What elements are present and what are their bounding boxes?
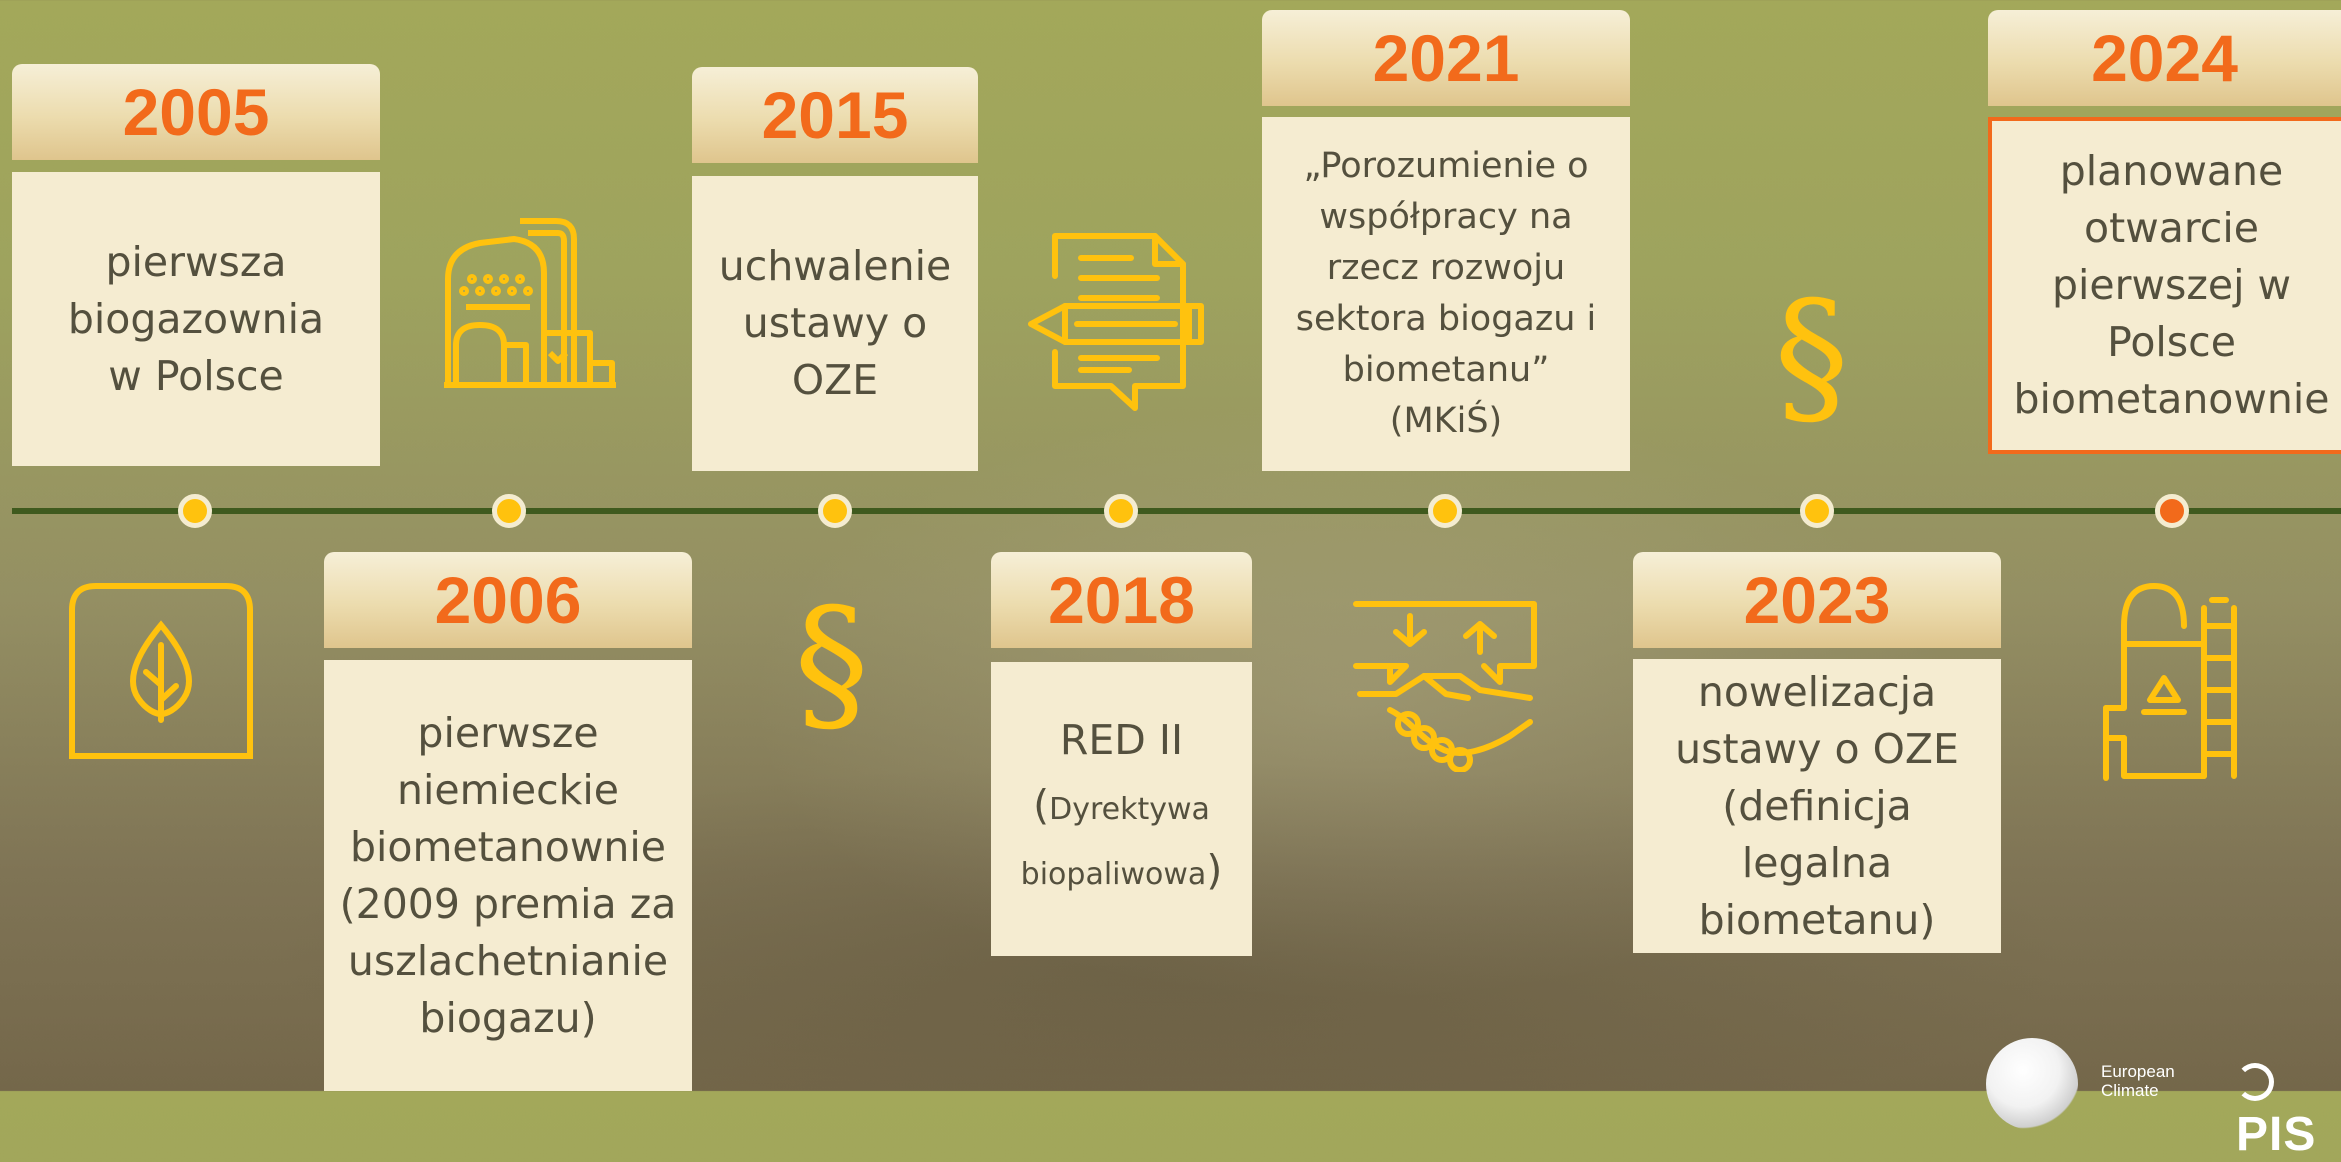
card-body: uchwalenie ustawy o OZE (692, 176, 978, 471)
card-header: 2006 (324, 552, 692, 648)
card-year: 2023 (1743, 563, 1891, 637)
timeline-dot-2005 (178, 494, 212, 528)
timeline-dot-2015 (818, 494, 852, 528)
card-text-main: RED II (1059, 715, 1184, 764)
card-header: 2018 (991, 552, 1252, 648)
card-2006: 2006 pierwsze niemieckie biometanownie (… (324, 552, 692, 1091)
pis-logo-symbol (2236, 1063, 2274, 1102)
card-year: 2021 (1372, 21, 1520, 95)
timeline-dot-2024 (2155, 494, 2189, 528)
card-body: RED II (Dyrektywa biopaliwowa) (991, 662, 1252, 956)
timeline-dot-2006 (492, 494, 526, 528)
card-2023: 2023 nowelizacja ustawy o OZE (definicja… (1633, 552, 2001, 953)
card-header: 2015 (692, 67, 978, 163)
card-2021: 2021 „Porozumienie o współpracy na rzecz… (1262, 10, 1630, 471)
card-2018: 2018 RED II (Dyrektywa biopaliwowa) (991, 552, 1252, 956)
card-body: nowelizacja ustawy o OZE (definicja lega… (1633, 659, 2001, 953)
card-header: 2021 (1262, 10, 1630, 106)
timeline-axis (12, 508, 2341, 514)
card-year: 2018 (1048, 563, 1195, 637)
card-text: uchwalenie ustawy o OZE (718, 242, 952, 404)
card-year: 2024 (2091, 21, 2238, 95)
card-header: 2005 (12, 64, 380, 160)
document-icon (1028, 233, 1204, 411)
european-climate-logo-text: European Climate (2101, 1062, 2175, 1100)
card-body: „Porozumienie o współpracy na rzecz rozw… (1262, 117, 1630, 471)
timeline-dot-2021 (1428, 494, 1462, 528)
card-text: planowane otwarcie pierwszej w Polsce bi… (2013, 147, 2330, 423)
section-sign-icon: § (794, 577, 869, 751)
card-header: 2024 (1988, 10, 2341, 106)
card-body: pierwsza biogazownia w Polsce (12, 172, 380, 466)
leaf-icon (69, 583, 253, 759)
pis-logo: PIS (2236, 1052, 2341, 1162)
card-2024: 2024 planowane otwarcie pierwszej w Pols… (1988, 10, 2341, 454)
card-2005: 2005 pierwsza biogazownia w Polsce (12, 64, 380, 466)
card-body: pierwsze niemieckie biometanownie (2009 … (324, 660, 692, 1091)
handshake-icon (1353, 601, 1537, 772)
fuel-tank-icon (2103, 583, 2237, 781)
card-text: pierwsze niemieckie biometanownie (2009 … (339, 708, 677, 1042)
timeline-dot-2018 (1104, 494, 1138, 528)
card-2015: 2015 uchwalenie ustawy o OZE (692, 67, 978, 471)
card-text: pierwsza biogazownia w Polsce (67, 237, 325, 400)
biogas-plant-icon (444, 218, 616, 388)
section-sign-icon: § (1774, 270, 1849, 444)
pis-logo-text: PIS (2236, 1108, 2317, 1161)
timeline-dot-2023 (1800, 494, 1834, 528)
card-text: nowelizacja ustawy o OZE (definicja lega… (1675, 667, 1959, 944)
card-header: 2023 (1633, 552, 2001, 648)
card-text: „Porozumienie o współpracy na rzecz rozw… (1295, 146, 1597, 441)
european-climate-logo-mark (1986, 1038, 2078, 1130)
card-text-paren: (Dyrektywa biopaliwowa) (1020, 780, 1223, 894)
card-body: planowane otwarcie pierwszej w Polsce bi… (1988, 117, 2341, 454)
card-year: 2015 (761, 78, 909, 152)
card-year: 2005 (122, 75, 270, 149)
card-year: 2006 (434, 563, 582, 637)
